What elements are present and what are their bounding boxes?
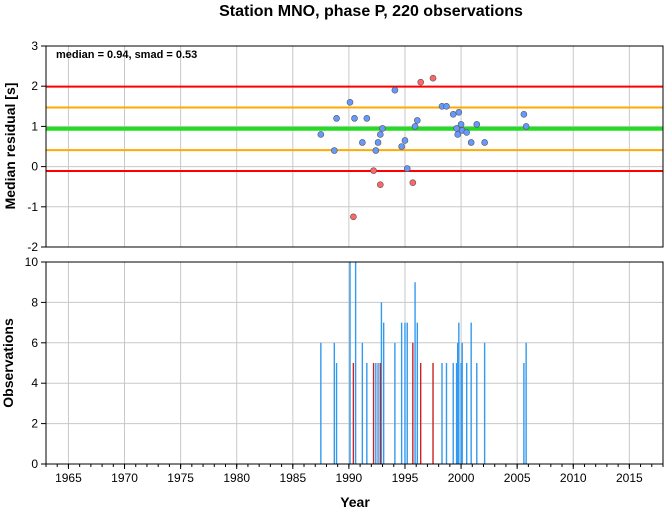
outlier-point	[409, 179, 417, 186]
outlier-point	[370, 167, 377, 174]
observations-y-tick-label: 2	[31, 417, 38, 431]
year-tick-label: 1975	[167, 471, 194, 485]
observations-y-tick-label: 10	[25, 255, 39, 269]
residual-frame	[45, 45, 664, 248]
residual-point	[372, 147, 380, 154]
residual-point	[379, 125, 386, 132]
observation-bars	[320, 262, 527, 464]
median-smad-annotation: median = 0.94, smad = 0.53	[56, 49, 197, 61]
year-tick-label: 2015	[616, 471, 643, 485]
residual-point	[449, 111, 457, 118]
observations-y-axis-label: Observations	[0, 318, 16, 408]
residual-point	[331, 147, 338, 154]
year-tick-label: 1985	[279, 471, 306, 485]
residual-point	[481, 139, 488, 146]
residual-y-tick-label: -1	[27, 200, 38, 214]
observations-frame	[45, 261, 664, 465]
year-tick-label: 1990	[336, 471, 363, 485]
outlier-point	[417, 78, 424, 86]
observations-y-tick-label: 4	[31, 376, 38, 390]
observations-panel: 0 2 4 6 8 10 1965 1970 1975 1980 1985 1990 1995 2000…	[0, 255, 664, 510]
residual-point	[463, 129, 470, 136]
residual-y-tick-label: 3	[31, 39, 38, 53]
residual-point	[443, 103, 450, 110]
residual-point	[401, 137, 409, 144]
residual-point	[359, 139, 366, 146]
residual-point	[403, 165, 411, 172]
residual-point	[374, 139, 382, 146]
residual-point	[333, 115, 340, 122]
residual-point	[455, 109, 463, 116]
residual-point	[351, 115, 358, 122]
residual-point	[411, 123, 419, 130]
outlier-point	[429, 74, 437, 82]
year-tick-label: 1995	[392, 471, 419, 485]
residual-point	[520, 111, 528, 118]
observations-y-tick-label: 8	[31, 295, 38, 309]
year-tick-label: 2000	[448, 471, 475, 485]
residual-point	[377, 131, 384, 138]
residual-point	[317, 131, 325, 138]
residual-y-axis-label: Median residual [s]	[2, 83, 18, 210]
residual-y-tick-label: -2	[27, 240, 38, 254]
residual-point	[391, 86, 399, 94]
residual-point	[398, 143, 405, 150]
year-x-axis-label: Year	[340, 494, 370, 510]
chart-title: Station MNO, phase P, 220 observations	[219, 3, 523, 20]
year-tick-label: 1980	[223, 471, 250, 485]
observations-gridlines	[46, 261, 663, 465]
outlier-point	[377, 181, 384, 188]
observations-y-ticks: 0 2 4 6 8 10	[25, 255, 46, 471]
year-tick-label: 2010	[560, 471, 587, 485]
residual-points	[317, 74, 530, 221]
residual-panel: -2 -1 0 1 2 3 median = 0.94, smad = 0.53 Medi…	[2, 39, 664, 254]
year-tick-label: 1970	[111, 471, 138, 485]
reference-lines	[46, 85, 663, 173]
observations-y-tick-label: 6	[31, 336, 38, 350]
residual-y-tick-label: 0	[31, 160, 38, 174]
observations-y-tick-label: 0	[31, 457, 38, 471]
residual-point	[346, 98, 354, 106]
residual-point	[414, 117, 421, 124]
year-tick-label: 2005	[504, 471, 531, 485]
residual-point	[363, 115, 371, 122]
residual-y-ticks: -2 -1 0 1 2 3	[27, 39, 46, 254]
residual-point	[467, 139, 475, 146]
year-x-ticks: 1965 1970 1975 1980 1985 1990 1995 2000 2005 2010…	[45, 464, 664, 485]
residual-point	[454, 131, 462, 138]
residual-y-tick-label: 1	[31, 119, 38, 133]
residual-point	[457, 121, 465, 128]
residual-point	[473, 121, 481, 128]
year-tick-label: 1965	[55, 471, 82, 485]
outlier-point	[350, 213, 357, 221]
residual-y-tick-label: 2	[31, 79, 38, 93]
residual-point	[522, 123, 530, 130]
